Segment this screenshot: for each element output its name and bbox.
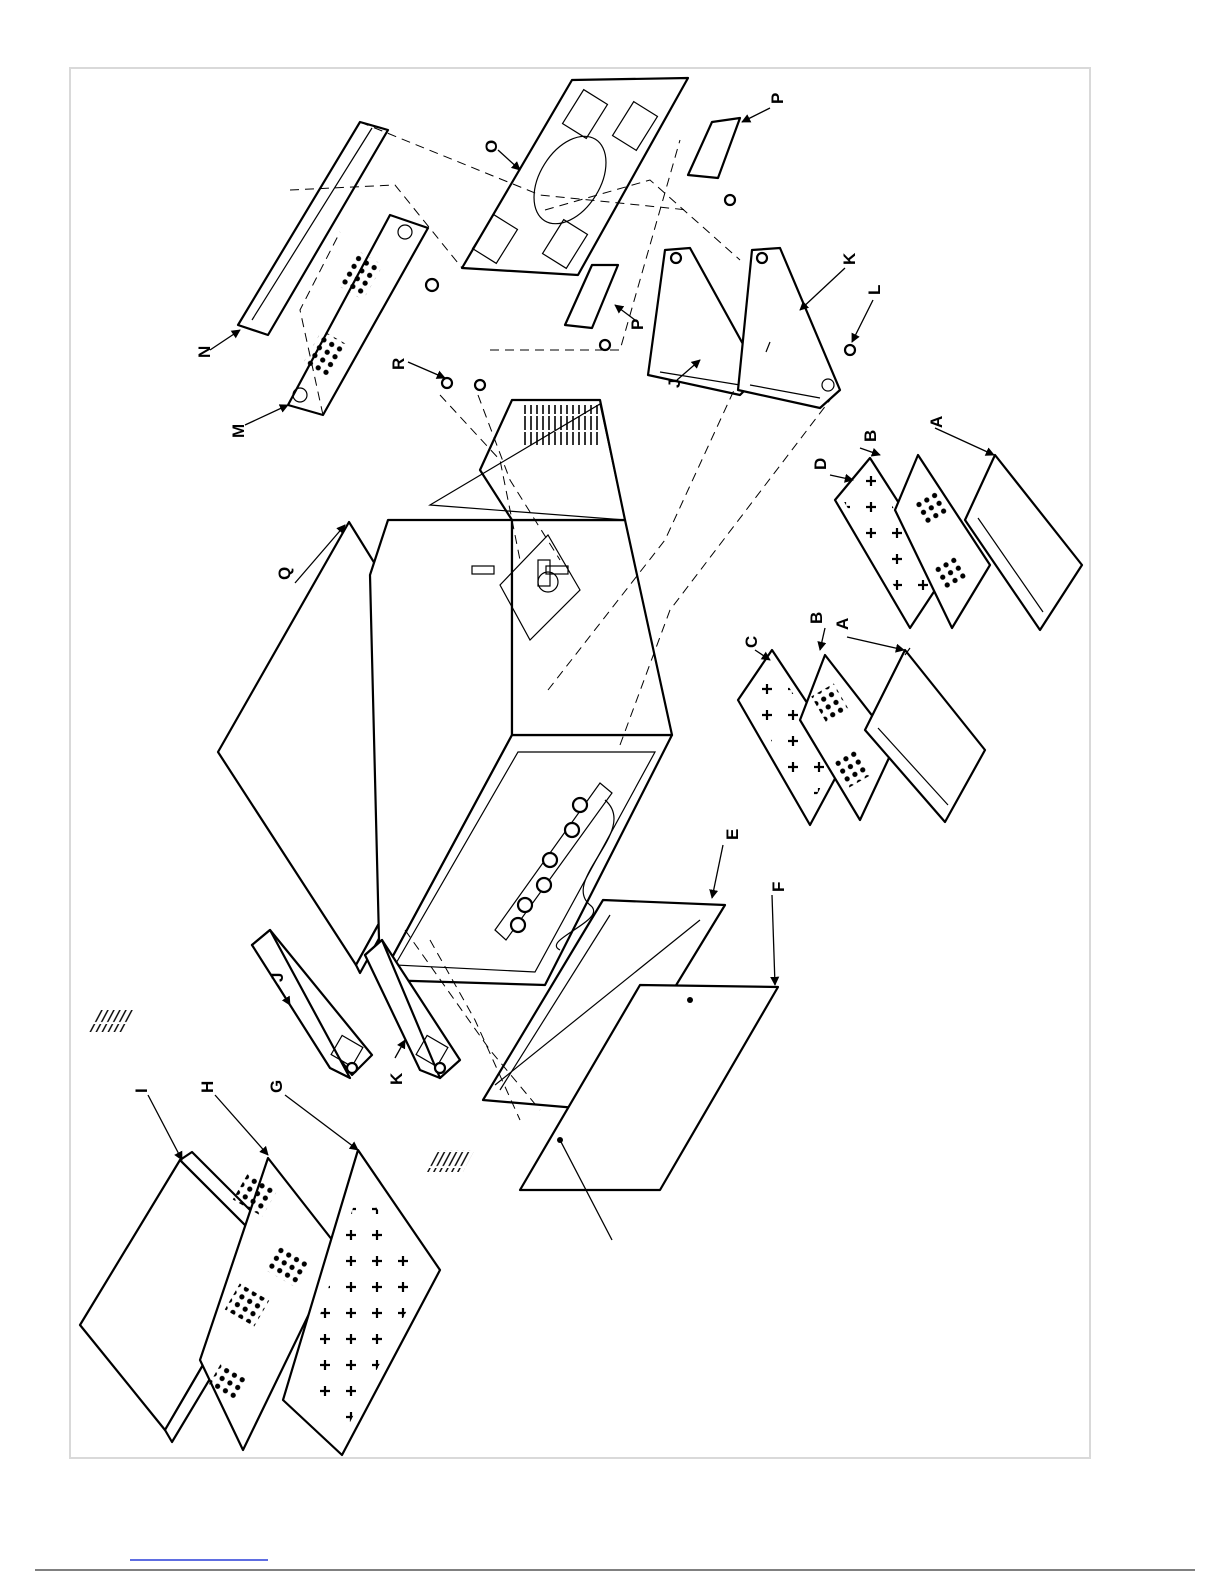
- part-o-rear-panel: [462, 78, 688, 275]
- label-p-lower: P: [628, 319, 647, 330]
- label-q: Q: [275, 567, 294, 580]
- label-a-left: A: [833, 618, 852, 630]
- label-h: H: [198, 1081, 217, 1093]
- part-r-nuts: [442, 378, 485, 390]
- chassis-vent-slots: [520, 405, 600, 445]
- label-p-upper: P: [768, 93, 787, 104]
- label-d: D: [811, 458, 830, 470]
- label-k-right: K: [840, 252, 859, 265]
- label-e: E: [723, 829, 742, 840]
- label-i: I: [132, 1088, 151, 1093]
- part-a-tray-left: [865, 648, 985, 822]
- label-f: F: [769, 882, 788, 892]
- part-a-tray-right: [965, 455, 1082, 630]
- label-c: C: [742, 636, 761, 648]
- label-b-right: B: [861, 430, 880, 442]
- label-n: N: [195, 346, 214, 358]
- label-l: L: [865, 285, 884, 295]
- label-g: G: [267, 1080, 286, 1093]
- label-b-left: B: [807, 612, 826, 624]
- label-o: O: [482, 140, 501, 153]
- label-j-right: J: [665, 379, 684, 388]
- label-k-left: K: [387, 1072, 406, 1085]
- label-m: M: [229, 424, 248, 438]
- part-p-block-upper: [688, 118, 740, 205]
- part-k-right-rail: [738, 248, 840, 408]
- label-j-left: J: [268, 973, 287, 982]
- label-a-right: A: [927, 416, 946, 428]
- main-chassis: [370, 400, 672, 985]
- part-p-block-lower: [565, 265, 618, 350]
- label-r: R: [389, 358, 408, 370]
